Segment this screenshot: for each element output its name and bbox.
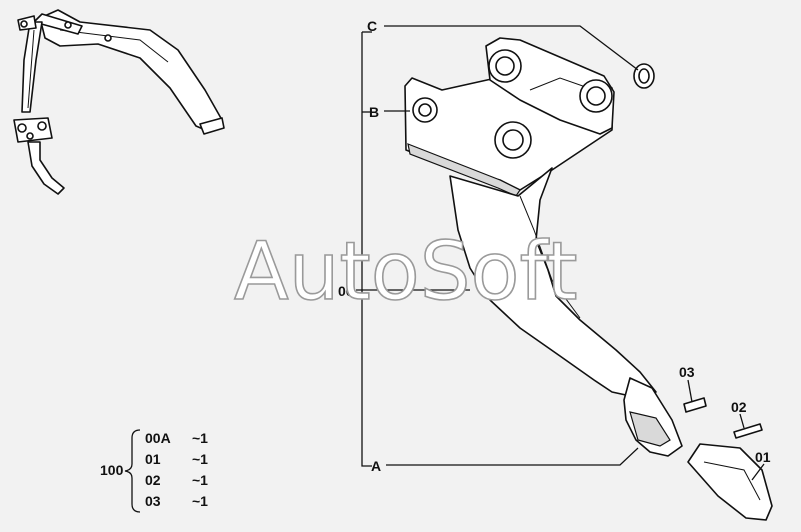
row-qty: ~1 — [192, 472, 208, 488]
row-qty: ~1 — [192, 451, 208, 467]
lock-pin — [683, 397, 707, 413]
row-part: 02 — [145, 472, 161, 488]
callout-01: 01 — [755, 449, 771, 465]
watermark-text: AutoSoft — [234, 225, 578, 318]
row-part: 03 — [145, 493, 161, 509]
callout-b: B — [369, 104, 379, 120]
row-part: 01 — [145, 451, 161, 467]
callout-lines — [356, 25, 765, 481]
callout-a: A — [371, 458, 381, 474]
excavator-arm-thumbnail — [13, 9, 225, 195]
row-qty: ~1 — [192, 430, 208, 446]
row-part: 00A — [145, 430, 171, 446]
bushing-c — [633, 63, 655, 89]
group-number: 100 — [100, 462, 124, 478]
row-qty: ~1 — [192, 493, 208, 509]
group-brace — [124, 429, 141, 513]
callout-02: 02 — [731, 399, 747, 415]
callout-00: 00 — [338, 283, 354, 299]
callout-03: 03 — [679, 364, 695, 380]
quantity-table: 100 00A ~1 01 ~1 02 ~1 03 ~1 — [100, 429, 208, 513]
tooth-pin — [733, 423, 763, 439]
ripper-shank — [404, 37, 683, 457]
callout-c: C — [367, 18, 377, 34]
